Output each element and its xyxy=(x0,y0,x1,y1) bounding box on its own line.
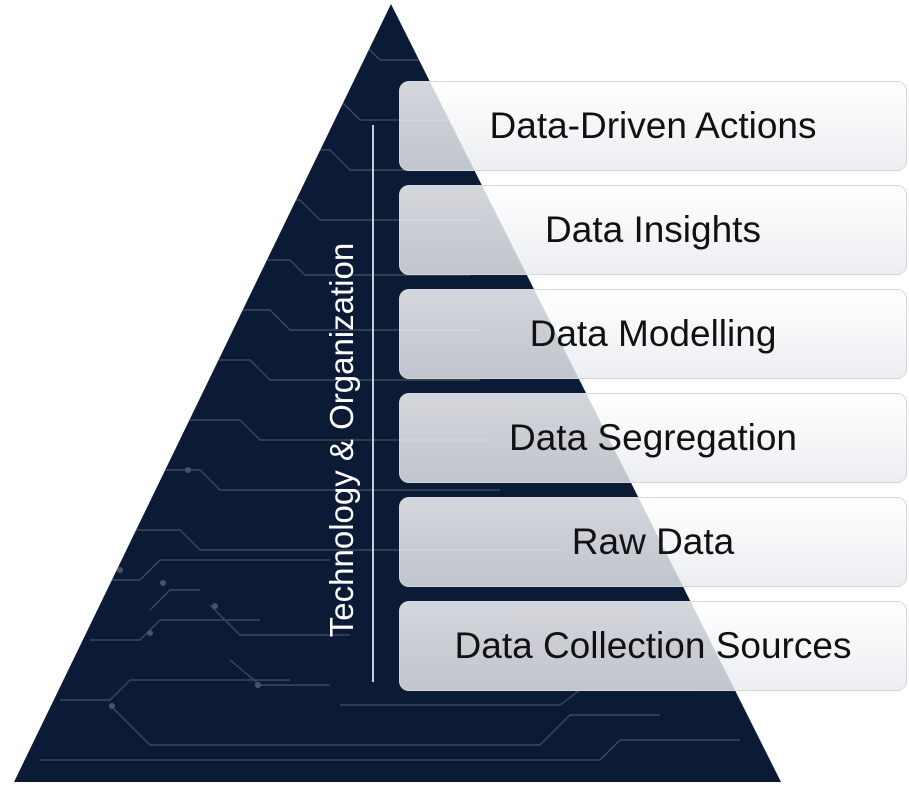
pyramid-shape xyxy=(14,4,781,782)
side-divider-line xyxy=(372,125,374,682)
side-label: Technology & Organization xyxy=(323,242,360,638)
layer-data-segregation: Data Segregation xyxy=(399,393,907,483)
layer-data-insights: Data Insights xyxy=(399,185,907,275)
layer-data-collection-sources: Data Collection Sources xyxy=(399,601,907,691)
layer-raw-data: Raw Data xyxy=(399,497,907,587)
circuit-nodes xyxy=(109,467,261,709)
layer-data-driven-actions: Data-Driven Actions xyxy=(399,81,907,171)
layer-data-modelling: Data Modelling xyxy=(399,289,907,379)
